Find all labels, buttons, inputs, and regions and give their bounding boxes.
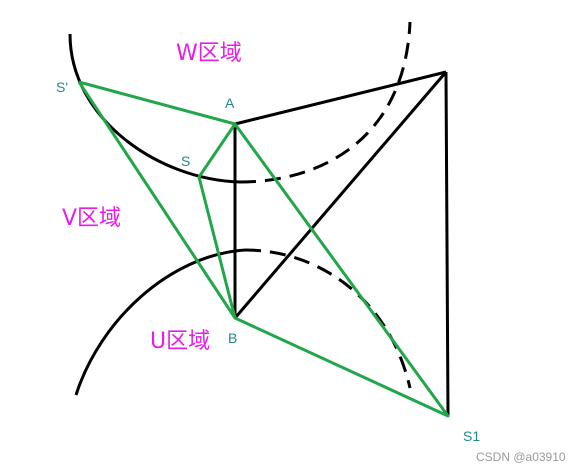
- lower-arc-dashed: [244, 248, 412, 389]
- point-b-label: B: [228, 330, 237, 346]
- point-s-prime-label: S': [56, 79, 68, 95]
- point-s-label: S: [181, 153, 190, 169]
- green-polyline: [77, 80, 450, 418]
- edge-a-top: [234, 70, 447, 126]
- lower-arc-solid: [74, 248, 246, 396]
- upper-arc-solid: [68, 33, 241, 184]
- green-path: [77, 80, 450, 418]
- point-a-label: A: [225, 95, 235, 111]
- region-w-label: W区域: [176, 41, 242, 66]
- black-structure: [68, 21, 450, 417]
- edge-b-top: [233, 71, 448, 319]
- upper-arc-dashed: [239, 21, 412, 184]
- point-s1-label: S1: [463, 428, 480, 444]
- green-s-detour: [197, 123, 237, 319]
- region-v-label: V区域: [62, 206, 121, 231]
- region-u-label: U区域: [150, 329, 210, 354]
- edge-top-s1: [444, 71, 450, 417]
- watermark: CSDN @a03910: [476, 450, 566, 464]
